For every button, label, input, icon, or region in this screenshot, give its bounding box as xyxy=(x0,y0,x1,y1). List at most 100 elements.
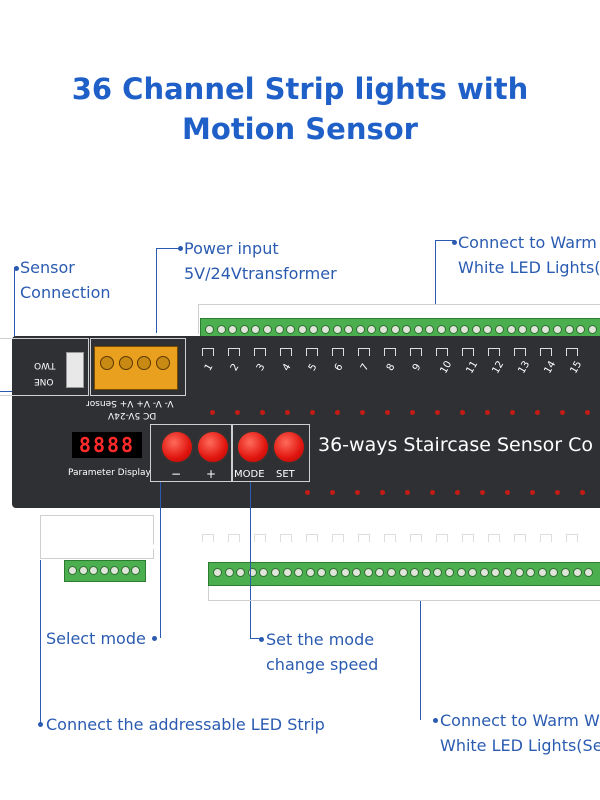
terminal-screw[interactable] xyxy=(340,568,350,577)
terminal-screw[interactable] xyxy=(572,568,582,577)
terminal-screw[interactable] xyxy=(344,325,354,334)
channel-connector-symbol xyxy=(514,348,526,356)
terminal-screw[interactable] xyxy=(495,325,504,334)
channel-led xyxy=(385,410,390,415)
terminal-screw[interactable] xyxy=(294,568,304,577)
channel-connector-symbol xyxy=(306,534,318,542)
terminal-screw[interactable] xyxy=(332,325,342,334)
terminal-screw[interactable] xyxy=(297,325,307,334)
terminal-screw[interactable] xyxy=(503,568,512,577)
terminal-screw[interactable] xyxy=(355,325,365,334)
terminal-screw[interactable] xyxy=(236,568,246,577)
terminal-screw[interactable] xyxy=(321,325,330,334)
terminal-screw[interactable] xyxy=(491,568,501,577)
terminal-screw[interactable] xyxy=(526,568,536,577)
terminal-screw[interactable] xyxy=(247,568,257,577)
terminal-screw[interactable] xyxy=(553,325,562,334)
terminal-screw[interactable] xyxy=(576,325,586,334)
terminal-screw[interactable] xyxy=(263,325,272,334)
minus-button[interactable] xyxy=(160,430,194,464)
terminal-screw[interactable] xyxy=(78,566,88,575)
terminal-screw[interactable] xyxy=(471,325,481,334)
set-button[interactable] xyxy=(272,430,306,464)
terminal-screw[interactable] xyxy=(68,566,77,575)
terminal-screw[interactable] xyxy=(561,568,570,577)
terminal-screw[interactable] xyxy=(89,566,98,575)
terminal-screw[interactable] xyxy=(205,325,214,334)
terminal-screw[interactable] xyxy=(433,568,443,577)
terminal-screw[interactable] xyxy=(421,568,431,577)
plus-button[interactable] xyxy=(196,430,230,464)
terminal-screw[interactable] xyxy=(410,568,420,577)
terminal-screw[interactable] xyxy=(259,568,269,577)
terminal-screw[interactable] xyxy=(541,325,551,334)
terminal-screw[interactable] xyxy=(239,325,249,334)
terminal-screw[interactable] xyxy=(587,325,597,334)
channel-connector-symbol xyxy=(566,534,578,542)
mode-button[interactable] xyxy=(236,430,270,464)
terminal-screw[interactable] xyxy=(375,568,385,577)
terminal-screw[interactable] xyxy=(271,568,280,577)
terminal-screw[interactable] xyxy=(445,568,454,577)
terminal-screw[interactable] xyxy=(251,325,261,334)
channel-number-label: 23 xyxy=(538,520,551,531)
terminal-screw[interactable] xyxy=(479,568,489,577)
channel-number-label: 12 xyxy=(490,359,507,376)
terminal-screw[interactable] xyxy=(402,325,412,334)
callout-addressable-text: Connect the addressable LED Strip xyxy=(46,715,325,734)
terminal-screw[interactable] xyxy=(352,568,362,577)
terminal-screw[interactable] xyxy=(274,325,284,334)
bracket-bottom xyxy=(208,600,600,601)
terminal-screw[interactable] xyxy=(329,568,338,577)
terminal-screw[interactable] xyxy=(120,566,130,575)
terminal-screw[interactable] xyxy=(390,325,400,334)
channel-number-label: 35 xyxy=(226,520,239,531)
terminal-screw[interactable] xyxy=(110,566,119,575)
terminal-screw[interactable] xyxy=(286,325,296,334)
terminal-screw[interactable] xyxy=(99,566,109,575)
terminal-screw[interactable] xyxy=(317,568,327,577)
sensor-port-connector[interactable] xyxy=(66,352,84,388)
terminal-screw[interactable] xyxy=(529,325,539,334)
terminal-screw[interactable] xyxy=(584,568,594,577)
terminal-screw[interactable] xyxy=(228,325,238,334)
terminal-screw[interactable] xyxy=(468,568,478,577)
channel-connector-symbol xyxy=(436,348,448,356)
terminal-screw[interactable] xyxy=(448,325,458,334)
terminal-screw[interactable] xyxy=(549,568,559,577)
terminal-screw[interactable] xyxy=(564,325,574,334)
callout-warm-bottom: Connect to Warm Wh White LED Lights(Se xyxy=(433,708,600,758)
terminal-screw[interactable] xyxy=(437,325,446,334)
channel-connector-symbol xyxy=(306,348,318,356)
terminal-screw[interactable] xyxy=(213,568,222,577)
terminal-screw[interactable] xyxy=(367,325,377,334)
callout-select-mode: Select mode xyxy=(46,626,146,651)
terminal-screw[interactable] xyxy=(131,566,140,575)
callout-dot xyxy=(14,266,19,271)
terminal-screw[interactable] xyxy=(387,568,396,577)
terminal-screw[interactable] xyxy=(224,568,234,577)
terminal-screw[interactable] xyxy=(309,325,319,334)
terminal-screw[interactable] xyxy=(518,325,528,334)
terminal-screw[interactable] xyxy=(425,325,435,334)
terminal-screw[interactable] xyxy=(216,325,226,334)
terminal-screw[interactable] xyxy=(506,325,516,334)
power-voltage-label: DC 5V-24V xyxy=(108,410,157,420)
terminal-screw[interactable] xyxy=(413,325,423,334)
terminal-screw[interactable] xyxy=(305,568,315,577)
terminal-screw[interactable] xyxy=(537,568,547,577)
terminal-screw[interactable] xyxy=(483,325,493,334)
channel-led xyxy=(235,410,240,415)
plus-button-label: + xyxy=(206,467,217,481)
terminal-screw[interactable] xyxy=(398,568,408,577)
terminal-screw[interactable] xyxy=(514,568,524,577)
channel-led xyxy=(555,490,560,495)
channel-number-label: 26 xyxy=(460,520,473,531)
terminal-screw[interactable] xyxy=(282,568,292,577)
terminal-screw[interactable] xyxy=(460,325,470,334)
terminal-screw[interactable] xyxy=(379,325,388,334)
terminal-screw[interactable] xyxy=(363,568,373,577)
terminal-screw[interactable] xyxy=(456,568,466,577)
